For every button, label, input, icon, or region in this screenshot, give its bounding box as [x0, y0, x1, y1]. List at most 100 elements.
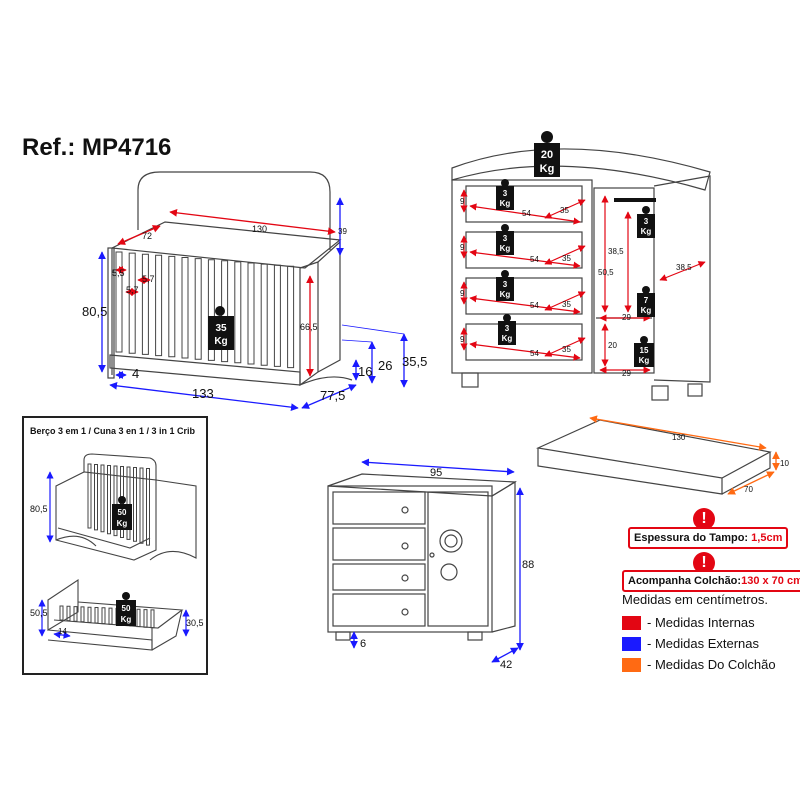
drawer-4-weight-tag: 3 Kg: [498, 314, 516, 345]
slat: [234, 261, 242, 364]
dresser-inner-drawing: [451, 148, 711, 401]
crib-slats: [115, 251, 295, 369]
slat: [150, 609, 155, 629]
crib-base-label: 4: [132, 366, 139, 381]
dresser-inner-dimensions: [460, 189, 706, 374]
conversion-bed-weight-tag: 50 Kg: [116, 592, 136, 626]
svg-text:50: 50: [118, 508, 127, 517]
dresser-feet-label: 6: [360, 638, 366, 650]
cabinet-height-b-label: 50,5: [598, 268, 614, 277]
dresser-depth-label: 42: [500, 659, 512, 671]
slat: [136, 608, 141, 628]
slat: [141, 253, 149, 355]
dresser-height-label: 88: [522, 559, 534, 571]
slat: [100, 464, 105, 533]
shelf-width-lower-label: 29: [622, 369, 631, 378]
slat: [80, 606, 85, 623]
cabinet-height-a-label: 38,5: [608, 247, 624, 256]
conversion-crib-height-label: 80,5: [30, 504, 48, 514]
mattress-thickness-label: 10: [780, 459, 789, 468]
legend-label-internal: - Medidas Internas: [647, 615, 755, 630]
slat: [247, 262, 255, 365]
dresser-weight-tags: 20 Kg 3 Kg 3 Kg 3 Kg 3 Kg: [496, 131, 656, 367]
conversion-crib-weight-tag: 50 Kg: [112, 496, 132, 530]
crib-inner-dimensions: [115, 208, 336, 377]
drawer-3-height-label: 9: [460, 289, 465, 298]
crib-depth-label: 77,5: [320, 388, 345, 403]
slat: [181, 257, 189, 359]
mattress-included-label: Acompanha Colchão:: [628, 575, 742, 587]
svg-text:Kg: Kg: [500, 244, 511, 253]
crib-slat-gap-c-label: 5,7: [126, 285, 139, 295]
conversion-bed-side-label: 30,5: [186, 618, 204, 628]
slat: [115, 251, 123, 353]
drawer-1-depth-label: 35: [560, 206, 569, 215]
legend-title: Medidas em centímetros.: [622, 592, 768, 607]
slat: [194, 258, 202, 360]
legend-item-external: - Medidas Externas: [622, 633, 797, 654]
slat: [133, 467, 137, 542]
drawer-1-height-label: 9: [460, 197, 465, 206]
warning-icon: !: [693, 552, 715, 574]
slat: [59, 605, 64, 621]
svg-text:Kg: Kg: [641, 227, 652, 236]
conversion-dimensions: [38, 471, 190, 639]
svg-text:3: 3: [503, 234, 508, 243]
slat: [94, 607, 99, 624]
svg-text:7: 7: [644, 296, 649, 305]
svg-text:50: 50: [122, 604, 131, 613]
crib-inner-height-label: 66,5: [300, 322, 318, 332]
dresser-outer-dimensions: [350, 458, 524, 663]
svg-text:Kg: Kg: [641, 306, 652, 315]
slat: [73, 606, 78, 622]
slat: [87, 606, 92, 623]
drawer-1-length-label: 54: [522, 209, 531, 218]
crib-height-label: 80,5: [82, 304, 107, 319]
dresser-width-label: 95: [430, 467, 442, 479]
top-weight-unit: Kg: [540, 163, 555, 175]
warning-icon: !: [693, 508, 715, 530]
slat: [87, 463, 92, 529]
crib-weight-unit: Kg: [214, 336, 227, 347]
legend-item-internal: - Medidas Internas: [622, 612, 797, 633]
reference-code: Ref.: MP4716: [22, 134, 172, 161]
conversion-title: Berço 3 em 1 / Cuna 3 en 1 / 3 in 1 Crib: [30, 426, 196, 436]
slat: [101, 607, 106, 625]
slat: [128, 252, 136, 354]
svg-text:3: 3: [503, 280, 508, 289]
crib-mattress-level-a-label: 16: [358, 364, 372, 379]
crib-mattress-level-b-label: 26: [378, 358, 392, 373]
dresser-drawing: [327, 473, 517, 641]
drawer-4-length-label: 54: [530, 349, 539, 358]
drawer-2-depth-label: 35: [562, 254, 571, 263]
mattress-dimensions: [589, 415, 780, 495]
crib-slat-gap-a-label: 5,5: [112, 268, 125, 278]
crib-outer-dimensions: [98, 197, 408, 412]
svg-text:Kg: Kg: [500, 199, 511, 208]
drawer-1-weight-tag: 3 Kg: [496, 179, 514, 210]
crib-inner-width-label: 72: [142, 231, 152, 241]
top-weight-tag: 20 Kg: [534, 131, 560, 177]
svg-text:15: 15: [640, 346, 649, 355]
legend: Medidas em centímetros. - Medidas Intern…: [622, 592, 797, 675]
top-thickness-label: Espessura do Tampo:: [634, 532, 749, 544]
crib-length-label: 133: [192, 386, 214, 401]
bottom-weight-tag: 15 Kg: [634, 336, 654, 367]
slat: [260, 263, 268, 366]
crib-inner-length-label: 130: [252, 224, 267, 234]
drawer-4-depth-label: 35: [562, 345, 571, 354]
slat: [287, 265, 295, 369]
drawer-3-weight-tag: 3 Kg: [496, 270, 514, 301]
slat: [143, 609, 148, 628]
svg-text:Kg: Kg: [117, 519, 128, 528]
shelf-height-label: 20: [608, 341, 617, 350]
svg-text:Kg: Kg: [502, 334, 513, 343]
legend-item-mattress: - Medidas Do Colchão: [622, 654, 797, 675]
drawer-3-depth-label: 35: [562, 300, 571, 309]
svg-text:Kg: Kg: [500, 290, 511, 299]
drawer-2-height-label: 9: [460, 243, 465, 252]
crib-headboard-height-label: 39: [338, 227, 347, 236]
svg-text:3: 3: [505, 324, 510, 333]
crib-slat-gap-b-label: 5,7: [142, 274, 155, 284]
svg-text:3: 3: [503, 189, 508, 198]
